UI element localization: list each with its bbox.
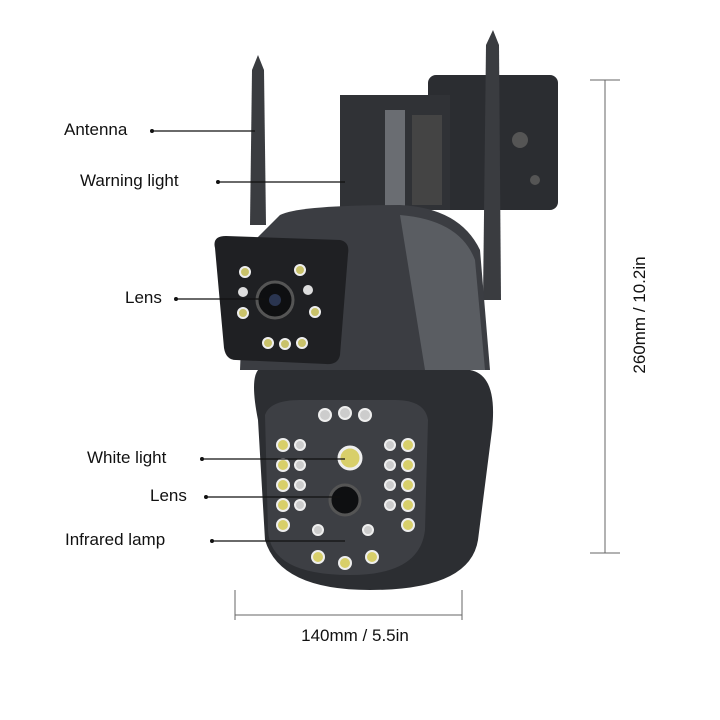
height-dimension-label: 260mm / 10.2in (630, 256, 649, 374)
leader-lines (152, 130, 345, 542)
lower-lens (328, 483, 362, 517)
infrared-array (294, 406, 396, 536)
label-infrared-lamp: Infrared lamp (65, 530, 166, 549)
white-light-led (337, 445, 363, 471)
antenna-right (483, 30, 501, 300)
antenna-left (250, 55, 266, 225)
width-dimension-label: 140mm / 5.5in (301, 626, 409, 645)
label-warning-light: Warning light (80, 171, 179, 190)
label-lens-top: Lens (125, 288, 162, 307)
label-lens-bottom: Lens (150, 486, 187, 505)
mount-screw (512, 132, 528, 148)
label-white-light: White light (87, 448, 167, 467)
height-dimension-line (590, 79, 620, 554)
width-dimension-line (234, 590, 463, 620)
led-array (276, 438, 415, 570)
label-antenna: Antenna (64, 120, 128, 139)
